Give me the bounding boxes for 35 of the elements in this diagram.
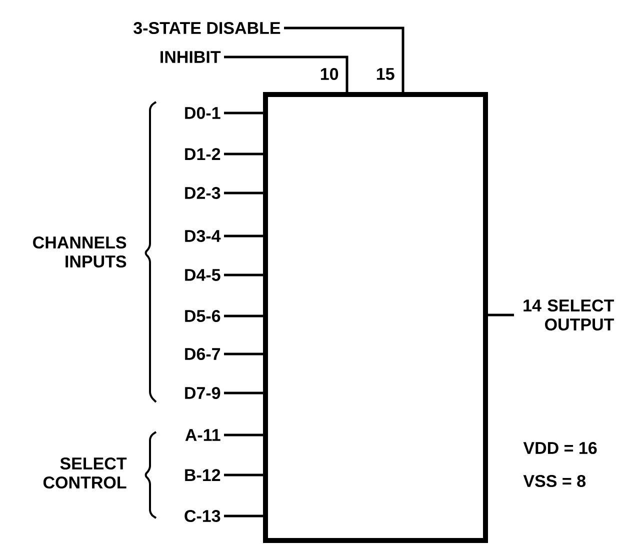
pin-line xyxy=(224,112,263,114)
pin-number: 10 xyxy=(320,68,338,80)
pin-line xyxy=(224,152,263,156)
pin-label: C-13 xyxy=(184,510,220,522)
pin-line xyxy=(224,392,263,394)
group-label: SELECT CONTROL xyxy=(43,457,127,489)
pin-label: D2-3 xyxy=(185,186,220,200)
chip-box xyxy=(263,92,488,543)
pin-line xyxy=(224,352,263,356)
pin-line xyxy=(284,26,404,92)
pin-line xyxy=(488,314,514,316)
output-pin-label: 14 SELECT OUTPUT xyxy=(524,299,614,331)
group-label: CHANNELS INPUTS xyxy=(33,236,126,268)
pin-number: 15 xyxy=(376,68,394,80)
pin-label: D1-2 xyxy=(185,148,220,160)
pin-line xyxy=(224,192,263,194)
pin-label: B-12 xyxy=(185,469,220,481)
pin-label: INHIBIT xyxy=(160,51,221,63)
pin-label: A-11 xyxy=(185,429,220,441)
pin-line xyxy=(224,314,263,318)
pin-line xyxy=(224,514,263,518)
pin-line xyxy=(224,234,263,238)
supply-note: VDD = 16 xyxy=(523,442,597,454)
pin-label: D3-4 xyxy=(185,230,221,242)
pin-label: 3-STATE DISABLE xyxy=(134,22,280,34)
pin-line xyxy=(224,274,263,276)
pin-line xyxy=(224,56,348,92)
pin-label: D0-1 xyxy=(185,106,220,120)
pin-label: D5-6 xyxy=(185,310,220,322)
pin-label: D4-5 xyxy=(185,269,220,281)
supply-note: VSS = 8 xyxy=(523,474,586,488)
pin-label: D7-9 xyxy=(185,386,220,400)
pin-line xyxy=(224,434,263,436)
pin-line xyxy=(224,474,263,476)
pin-label: D6-7 xyxy=(185,348,220,360)
